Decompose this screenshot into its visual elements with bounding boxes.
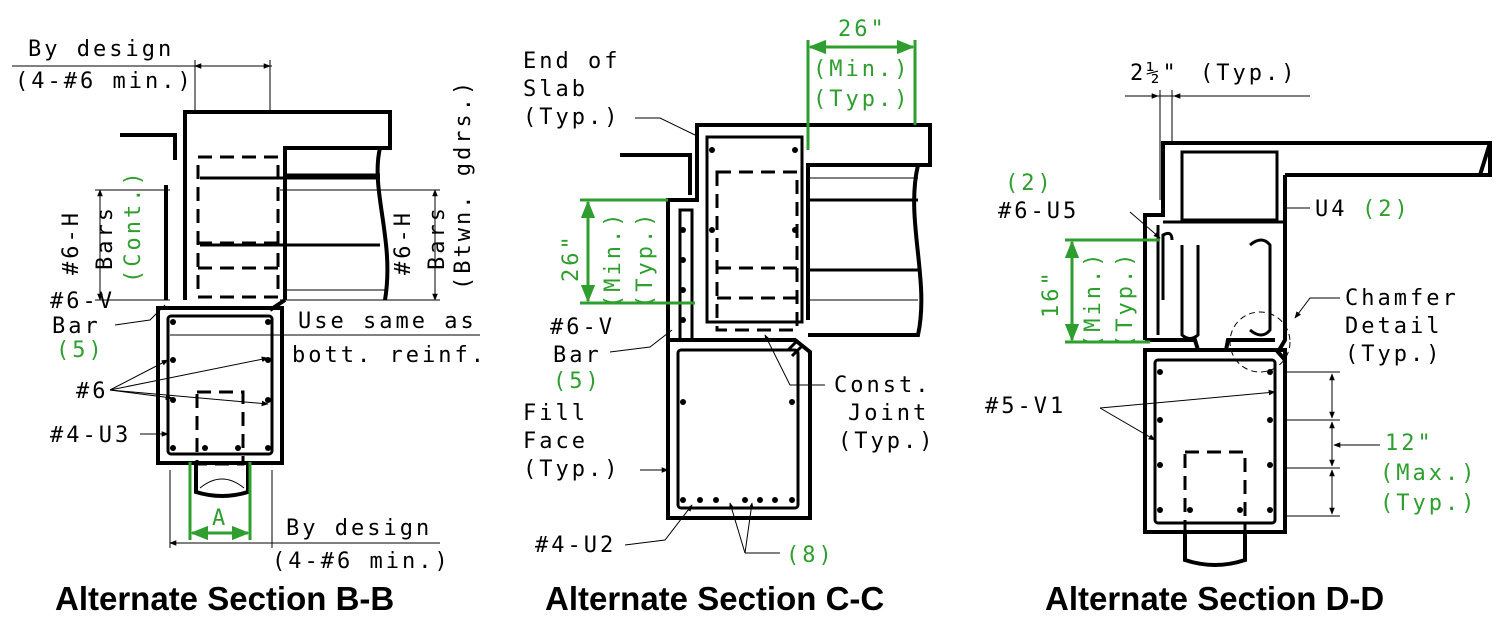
dd-chamfer-3: (Typ.) (1345, 342, 1442, 367)
cc-min-left: (Min.) (601, 211, 626, 308)
cc-u2: #4-U2 (535, 533, 616, 558)
cc-v-count: (5) (553, 369, 602, 394)
bb-u3: #4-U3 (50, 423, 131, 448)
bb-title: Alternate Section B-B (55, 580, 394, 617)
cc-const-1: Const. (834, 373, 931, 398)
dd-dim-12: 12" (1385, 431, 1434, 456)
dd-u5: #6-U5 (998, 199, 1079, 224)
dd-dim-2half: 2½" (1130, 61, 1179, 86)
cc-typ-top: (Typ.) (813, 87, 910, 112)
bb-use-same-2: bott. reinf. (292, 343, 487, 368)
section-bb: By design (4-#6 min.) #6-H Bars (Cont.) … (12, 37, 487, 617)
cc-typ-left: (Typ.) (633, 211, 658, 308)
cc-beam (666, 147, 812, 520)
cc-title: Alternate Section C-C (545, 580, 884, 617)
bb-h-bars-right: #6-H (391, 210, 416, 275)
cc-end-of-1: End of (523, 49, 620, 74)
dd-max: (Max.) (1380, 461, 1477, 486)
cc-const-3: (Typ.) (838, 429, 935, 454)
bb-by-design-bottom-min: (4-#6 min.) (272, 549, 451, 574)
bb-num6: #6 (76, 379, 109, 404)
dd-title: Alternate Section D-D (1045, 580, 1384, 617)
dd-u4-count: (2) (1362, 197, 1411, 222)
bb-h-bars-label: #6-H (59, 210, 84, 275)
cc-min-top: (Min.) (813, 57, 910, 82)
cc-end-of-2: Slab (523, 77, 588, 102)
bb-v-count: (5) (56, 338, 105, 363)
bb-use-same-1: Use same as (298, 309, 477, 334)
dd-u5-count: (2) (1005, 171, 1054, 196)
dd-v1: #5-V1 (985, 394, 1066, 419)
bb-by-design-bottom: By design (286, 516, 432, 541)
bb-btwn-gdrs: (Btwn. gdrs.) (451, 79, 476, 290)
bb-by-design-top: By design (28, 37, 174, 62)
bb-v-bar: #6-V (50, 289, 115, 314)
cc-bar-word: Bar (553, 343, 602, 368)
section-cc: End of Slab (Typ.) 26" (Min.) (Typ.) 26"… (523, 17, 935, 617)
dd-dim-16: 16" (1039, 269, 1064, 318)
dd-chamfer-1: Chamfer (1345, 286, 1459, 311)
cc-slab-outline (620, 123, 932, 342)
cc-dim-26-left: 26" (559, 233, 584, 282)
bb-slab-outline (120, 110, 392, 312)
bb-beam (156, 306, 284, 498)
cc-fill-3: (Typ.) (523, 457, 620, 482)
section-dd: 2½" (Typ.) (2) #6-U5 U4 (2) 16" (Min.) (… (985, 61, 1492, 617)
bb-bars-label: Bars (93, 205, 118, 270)
cc-slab-stirrup (715, 170, 799, 332)
cc-fill-1: Fill (523, 401, 588, 426)
cc-dim-26-top: 26" (838, 17, 887, 42)
bb-top-dimension (12, 60, 272, 112)
dd-min: (Min.) (1081, 251, 1106, 348)
cc-end-of-3: (Typ.) (523, 105, 620, 130)
cc-u2-count: (8) (786, 543, 835, 568)
dd-chamfer-2: Detail (1345, 314, 1442, 339)
dd-typ: (Typ.) (1113, 251, 1138, 348)
bb-cont-label: (Cont.) (121, 169, 146, 283)
bb-by-design-top-min: (4-#6 min.) (15, 69, 194, 94)
dd-u4: U4 (1315, 197, 1348, 222)
bb-dim-a: A (212, 506, 228, 531)
cc-v-bar: #6-V (550, 315, 615, 340)
dd-dim-2half-typ: (Typ.) (1200, 61, 1297, 86)
cc-fill-2: Face (523, 429, 588, 454)
bb-bars-right: Bars (425, 205, 450, 270)
cc-const-2: Joint (848, 401, 929, 426)
dd-beam (1143, 348, 1287, 567)
bb-bar-word: Bar (52, 314, 101, 339)
dd-typ-12: (Typ.) (1380, 491, 1477, 516)
